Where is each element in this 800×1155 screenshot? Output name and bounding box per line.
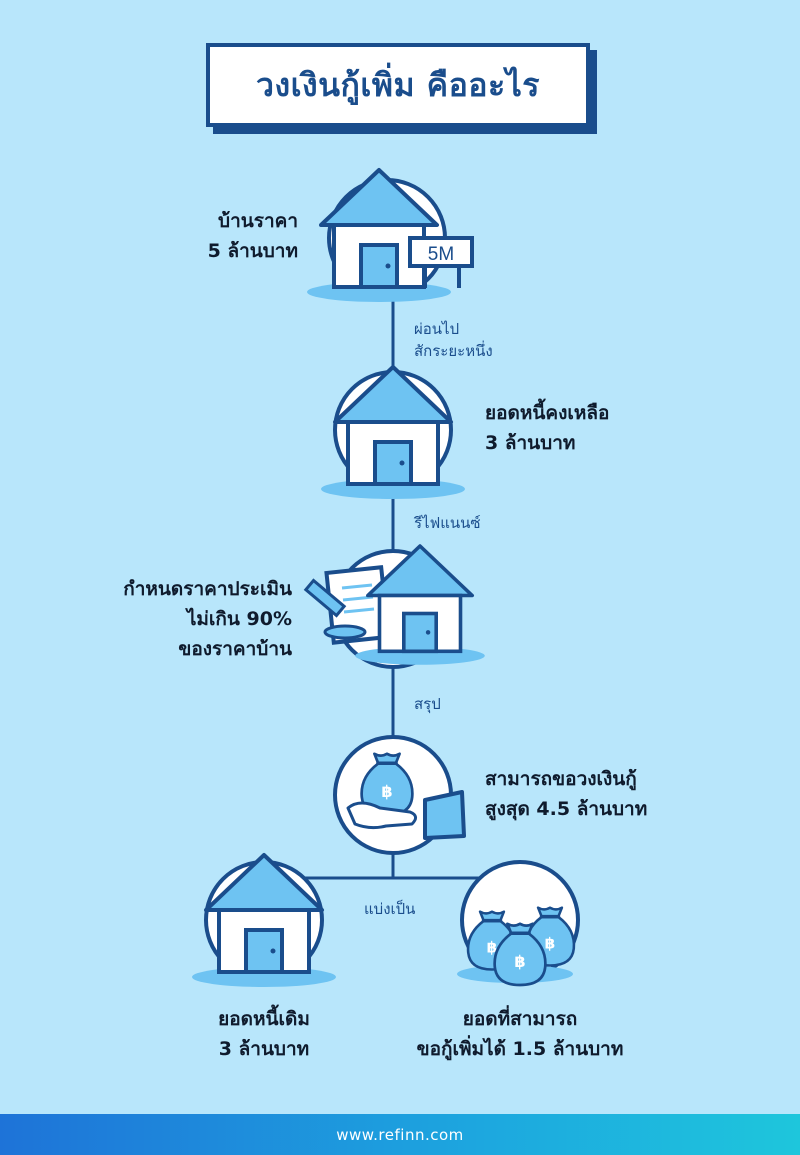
house-icon — [190, 853, 338, 989]
step-label-remaining-debt: ยอดหนี้คงเหลือ 3 ล้านบาท — [485, 402, 610, 454]
svg-text:฿: ฿ — [514, 952, 525, 971]
sign-text: 5M — [428, 244, 454, 265]
result-label-original-debt: ยอดหนี้เดิม 3 ล้านบาท — [218, 1008, 310, 1060]
connector-label-refinance: รีไฟแนนซ์ — [414, 514, 481, 532]
house-icon — [319, 365, 467, 501]
footer-bar: www.refinn.com — [0, 1114, 800, 1155]
connector-label-split: แบ่งเป็น — [364, 900, 416, 918]
step-label-max-loan: สามารถขอวงเงินกู้ สูงสุด 4.5 ล้านบาท — [485, 768, 648, 820]
money-bag-icon: ฿ — [466, 910, 518, 971]
money-bag-icon: ฿ — [360, 752, 414, 817]
result-label-additional-loan: ยอดที่สามารถ ขอกู้เพิ่มได้ 1.5 ล้านบาท — [416, 1008, 624, 1060]
step-label-house-price: บ้านราคา 5 ล้านบาท — [207, 210, 298, 262]
footer-website-link[interactable]: www.refinn.com — [336, 1125, 464, 1144]
svg-text:฿: ฿ — [545, 935, 556, 953]
money-bag-icon: ฿ — [493, 922, 547, 987]
connector-label-summary: สรุป — [414, 695, 441, 713]
title-box: วงเงินกู้เพิ่ม คืออะไร — [206, 43, 590, 127]
pen-icon — [303, 578, 367, 640]
page-title: วงเงินกู้เพิ่ม คืออะไร — [256, 65, 540, 104]
connector-label-paying: ผ่อนไป สักระยะหนึ่ง — [414, 320, 493, 360]
hand-icon: ฿ — [333, 735, 466, 855]
sign-icon: 5M — [408, 236, 474, 288]
flow-diagram: 5M ฿ — [190, 168, 580, 989]
svg-text:฿: ฿ — [381, 782, 392, 801]
svg-text:฿: ฿ — [487, 939, 498, 957]
step-label-appraisal: กำหนดราคาประเมิน ไม่เกิน 90% ของราคาบ้าน — [123, 578, 292, 660]
money-bag-icon: ฿ — [524, 906, 576, 967]
